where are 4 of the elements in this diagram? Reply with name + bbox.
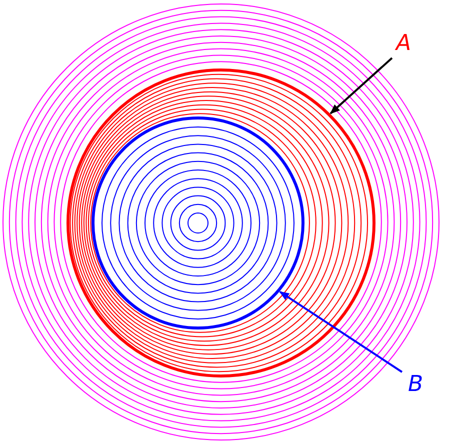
callout-letter: A (396, 33, 412, 55)
callout-letter: B (408, 374, 424, 396)
leader-arrow (279, 290, 403, 373)
leader-arrow (330, 57, 393, 114)
